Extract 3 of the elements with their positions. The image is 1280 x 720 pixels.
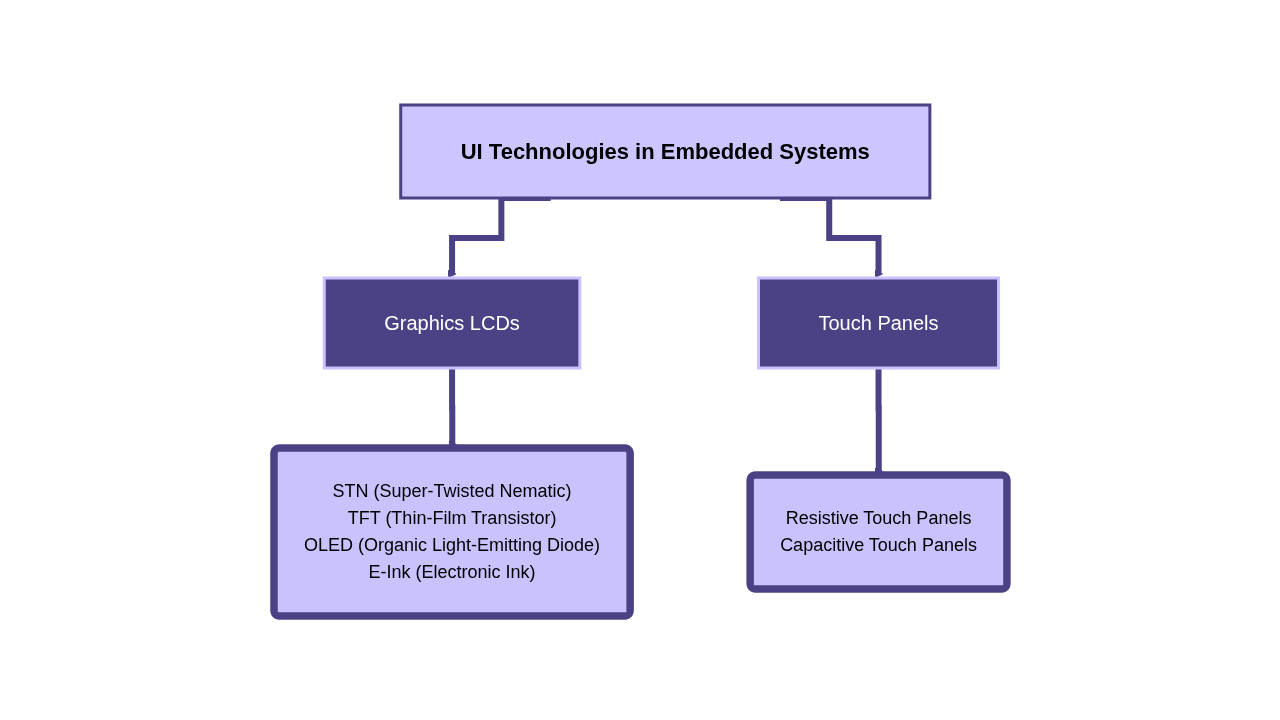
node-box: Touch Panels (756, 276, 1000, 369)
node-box: UI Technologies in Embedded Systems (398, 103, 931, 199)
node-box: Graphics LCDs (322, 276, 581, 369)
